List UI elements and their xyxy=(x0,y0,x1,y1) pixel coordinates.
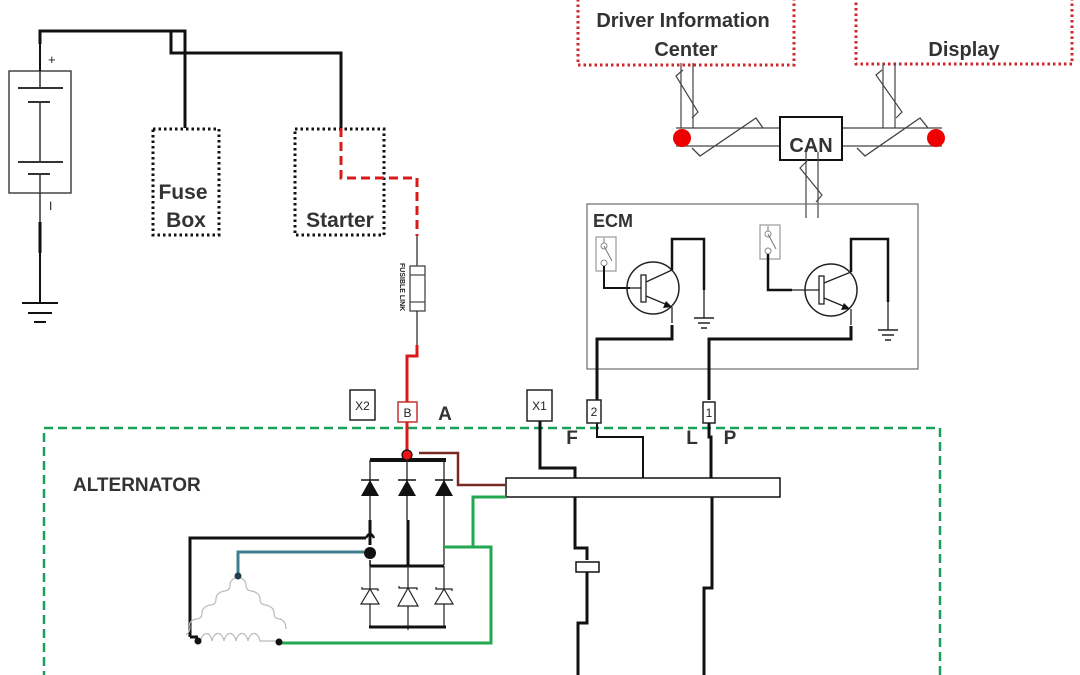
can-label: CAN xyxy=(789,135,832,157)
battery-feed-wire xyxy=(38,29,187,55)
starter-label: Starter xyxy=(306,209,374,232)
stator-terminal-node xyxy=(234,572,242,580)
svg-text:X2: X2 xyxy=(355,399,370,413)
battery-positive-label: + xyxy=(48,52,56,67)
ground-icon xyxy=(878,329,898,341)
dic-label-line1: Driver Information xyxy=(596,10,769,32)
ground-icon xyxy=(694,317,714,329)
can-terminator-left xyxy=(673,129,691,147)
fuse-box-label-line1: Fuse xyxy=(158,181,207,204)
terminal-2: 2 xyxy=(586,399,602,424)
can-bus xyxy=(676,117,942,157)
stator-terminal-node xyxy=(275,638,283,646)
can-bus-box: CAN xyxy=(779,116,843,161)
b-plus-node xyxy=(401,449,413,461)
can-twisted-pair-dic xyxy=(675,63,699,128)
battery: + I xyxy=(8,44,72,302)
terminal-b: B xyxy=(397,401,418,423)
switch-icon xyxy=(595,236,617,272)
voltage-regulator xyxy=(505,477,781,498)
stator-phase-wire-1 xyxy=(188,536,366,637)
alternator: ALTERNATOR xyxy=(42,426,942,675)
alternator-label: ALTERNATOR xyxy=(73,475,201,496)
field-regulator-wire xyxy=(471,495,506,547)
resistor-icon xyxy=(575,561,600,573)
stator-terminal-node xyxy=(194,637,202,645)
switch-icon xyxy=(759,224,781,260)
diode-icon xyxy=(361,460,379,520)
fuse-box-label-line2: Box xyxy=(166,209,206,232)
fusible-link: FUSIBLE LINK xyxy=(398,236,426,345)
svg-text:1: 1 xyxy=(706,406,713,420)
can-twisted-pair-display xyxy=(875,63,903,128)
zener-diode-icon xyxy=(396,566,420,630)
terminal-1-wire xyxy=(707,423,713,478)
terminal-x2: X2 xyxy=(349,389,376,421)
terminal-p-label: P xyxy=(724,428,737,449)
battery-negative-label: I xyxy=(49,199,52,213)
diode-icon xyxy=(435,460,453,520)
can-terminator-right xyxy=(927,129,945,147)
sense-wire xyxy=(419,451,506,487)
stator-winding-icon xyxy=(185,576,287,642)
svg-text:B: B xyxy=(403,406,411,420)
ecm: ECM xyxy=(586,203,919,400)
regulator-output-wire-1 xyxy=(573,497,589,560)
terminal-f-label: F xyxy=(566,428,578,449)
display-label: Display xyxy=(928,39,1000,61)
regulator-output-wire-1b xyxy=(576,572,589,675)
transistor-icon xyxy=(792,263,858,317)
diode-icon xyxy=(398,460,416,520)
terminal-2-wire xyxy=(596,423,644,478)
svg-text:2: 2 xyxy=(591,405,598,419)
terminal-x1: X1 xyxy=(526,389,553,422)
stator-junction-node xyxy=(364,547,376,559)
regulator-output-wire-2 xyxy=(702,497,714,675)
ground-icon xyxy=(22,302,58,323)
zener-diode-icon xyxy=(359,566,381,627)
terminal-l-label: L xyxy=(686,428,698,449)
dic-label-line2: Center xyxy=(654,39,718,61)
fusible-link-label: FUSIBLE LINK xyxy=(398,263,405,311)
svg-text:X1: X1 xyxy=(532,399,547,413)
terminal-a-label: A xyxy=(438,404,452,425)
ecm-label: ECM xyxy=(593,211,633,231)
fuse-box: Fuse Box xyxy=(151,127,221,237)
terminal-1: 1 xyxy=(702,401,716,424)
driver-information-center: Driver Information Center xyxy=(576,0,796,67)
b-plus-wire xyxy=(405,345,419,402)
display-module: Display xyxy=(854,0,1074,66)
stator-phase-wire-2 xyxy=(236,550,364,575)
starter-feed-wire xyxy=(185,51,343,128)
x1-wire xyxy=(538,421,577,478)
zener-diode-icon xyxy=(433,566,455,627)
field-wire xyxy=(279,545,493,645)
starter-battery-cable xyxy=(339,128,419,236)
can-twisted-pair-ecm xyxy=(799,152,823,218)
transistor-icon xyxy=(626,261,680,315)
